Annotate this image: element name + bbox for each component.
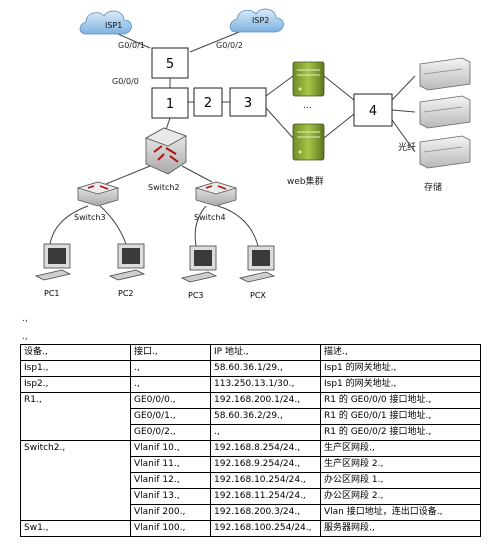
switch4-icon bbox=[194, 181, 238, 207]
fiber-label: 光纤 bbox=[398, 141, 416, 153]
storage-server-icon bbox=[419, 57, 471, 91]
device-5-label: 5 bbox=[166, 57, 174, 72]
isp2-cloud-icon bbox=[229, 8, 284, 33]
cell-description: R1 的 GE0/0/2 接口地址., bbox=[320, 424, 481, 441]
switch4-label: Switch4 bbox=[194, 213, 226, 222]
network-topology-diagram: ISP1 ISP2 G0/0/1 G0/0/2 G0/0/0 5 1 2 3 4… bbox=[34, 8, 471, 300]
cell-interface: GE0/0/1., bbox=[130, 408, 211, 425]
table-row: Vlanif 11.,192.168.9.254/24.,生产区网段 2., bbox=[21, 456, 481, 473]
device-4-label: 4 bbox=[369, 104, 377, 119]
cell-ip: 58.60.36.2/29., bbox=[210, 408, 321, 425]
table-row: Vlanif 12.,192.168.10.254/24.,办公区网段 1., bbox=[21, 472, 481, 489]
cell-description: 办公区网段 2., bbox=[320, 488, 481, 505]
cell-device: Sw1., bbox=[20, 520, 131, 537]
switch3-label: Switch3 bbox=[74, 213, 106, 222]
isp2-label: ISP2 bbox=[252, 16, 269, 25]
pcx-label: PCX bbox=[250, 291, 266, 300]
device-2-label: 2 bbox=[204, 96, 212, 111]
cell-interface: Vlanif 10., bbox=[130, 440, 211, 457]
cell-interface: ., bbox=[130, 360, 211, 377]
iface-g000-label: G0/0/0 bbox=[112, 77, 139, 86]
cell-interface: Vlanif 11., bbox=[130, 456, 211, 473]
device-box-3 bbox=[229, 87, 267, 117]
cell-ip: ., bbox=[210, 424, 321, 441]
pc-icon bbox=[238, 245, 276, 283]
cell-ip: 192.168.10.254/24., bbox=[210, 472, 321, 489]
cell-ip: 192.168.200.3/24., bbox=[210, 504, 321, 521]
cell-description: 服务器网段., bbox=[320, 520, 481, 537]
pc-icon bbox=[180, 245, 218, 283]
cell-description: Isp1 的网关地址., bbox=[320, 376, 481, 393]
iface-g002-label: G0/0/2 bbox=[216, 41, 243, 50]
device-box-1 bbox=[151, 87, 189, 119]
cell-ip: 192.168.8.254/24., bbox=[210, 440, 321, 457]
storage-server-icon bbox=[419, 135, 471, 169]
cell-device: Isp1., bbox=[20, 360, 131, 377]
device-box-2 bbox=[193, 87, 223, 117]
cell-device: Isp2., bbox=[20, 376, 131, 393]
cell-interface: Vlanif 200., bbox=[130, 504, 211, 521]
core-switch-icon bbox=[145, 127, 187, 175]
switch2-label: Switch2 bbox=[148, 183, 180, 192]
cell-description: Isp1 的网关地址., bbox=[320, 360, 481, 377]
table-row: Vlanif 200.,192.168.200.3/24.,Vlan 接口地址，… bbox=[21, 504, 481, 521]
cell-ip: 192.168.9.254/24., bbox=[210, 456, 321, 473]
cell-description: R1 的 GE0/0/0 接口地址., bbox=[320, 392, 481, 409]
cell-description: Vlan 接口地址，连出口设备., bbox=[320, 504, 481, 521]
cell-interface: Vlanif 100., bbox=[130, 520, 211, 537]
cell-interface: GE0/0/0., bbox=[130, 392, 211, 409]
cell-device: Switch2., bbox=[20, 440, 131, 521]
pc3-label: PC3 bbox=[188, 291, 204, 300]
header-description: 描述., bbox=[320, 344, 481, 361]
device-3-label: 3 bbox=[244, 96, 252, 111]
paragraph-mark: ., bbox=[22, 314, 28, 324]
cell-interface: GE0/0/2., bbox=[130, 424, 211, 441]
table-row: GE0/0/1.,58.60.36.2/29.,R1 的 GE0/0/1 接口地… bbox=[21, 408, 481, 425]
cell-interface: ., bbox=[130, 376, 211, 393]
links bbox=[49, 29, 416, 247]
cell-ip: 192.168.11.254/24., bbox=[210, 488, 321, 505]
cell-device: R1., bbox=[20, 392, 131, 441]
switch3-icon bbox=[76, 181, 120, 207]
cell-interface: Vlanif 12., bbox=[130, 472, 211, 489]
ip-address-table: 设备., 接口., IP 地址., 描述., Isp1.,.,58.60.36.… bbox=[20, 344, 481, 537]
server-dots: ... bbox=[303, 101, 312, 111]
pc-icon bbox=[34, 243, 72, 281]
pc2-label: PC2 bbox=[118, 289, 134, 298]
iface-g001-label: G0/0/1 bbox=[118, 41, 145, 50]
device-box-4 bbox=[353, 93, 393, 127]
device-1-label: 1 bbox=[166, 97, 174, 112]
table-row: Isp2.,.,113.250.13.1/30.,Isp1 的网关地址., bbox=[20, 376, 481, 393]
isp1-cloud-icon bbox=[79, 10, 132, 35]
header-interface: 接口., bbox=[130, 344, 211, 361]
cell-description: 生产区网段 2., bbox=[320, 456, 481, 473]
table-row: Sw1.,Vlanif 100.,192.168.100.254/24.,服务器… bbox=[20, 520, 481, 537]
table-row: Isp1.,.,58.60.36.1/29.,Isp1 的网关地址., bbox=[20, 360, 481, 377]
storage-label: 存储 bbox=[424, 181, 442, 193]
paragraph-mark: ., bbox=[22, 332, 28, 342]
table-row: R1.,GE0/0/0.,192.168.200.1/24.,R1 的 GE0/… bbox=[20, 392, 481, 441]
cell-ip: 192.168.100.254/24., bbox=[210, 520, 321, 537]
pc-icon bbox=[108, 243, 146, 281]
cell-interface: Vlanif 13., bbox=[130, 488, 211, 505]
cell-description: 办公区网段 1., bbox=[320, 472, 481, 489]
pc1-label: PC1 bbox=[44, 289, 60, 298]
web-server-icon bbox=[292, 61, 325, 97]
cell-ip: 192.168.200.1/24., bbox=[210, 392, 321, 409]
isp1-label: ISP1 bbox=[105, 21, 122, 30]
table-header-row: 设备., 接口., IP 地址., 描述., bbox=[20, 344, 481, 361]
cell-ip: 58.60.36.1/29., bbox=[210, 360, 321, 377]
device-box-5 bbox=[151, 47, 189, 79]
header-ip: IP 地址., bbox=[210, 344, 321, 361]
cell-description: 生产区网段., bbox=[320, 440, 481, 457]
web-cluster-label: web集群 bbox=[287, 175, 324, 187]
web-server-icon bbox=[292, 123, 325, 161]
header-device: 设备., bbox=[20, 344, 131, 361]
table-body: Isp1.,.,58.60.36.1/29.,Isp1 的网关地址.,Isp2.… bbox=[20, 360, 481, 537]
cell-description: R1 的 GE0/0/1 接口地址., bbox=[320, 408, 481, 425]
cell-ip: 113.250.13.1/30., bbox=[210, 376, 321, 393]
table-row: Switch2.,Vlanif 10.,192.168.8.254/24.,生产… bbox=[20, 440, 481, 521]
storage-server-icon bbox=[419, 95, 471, 129]
